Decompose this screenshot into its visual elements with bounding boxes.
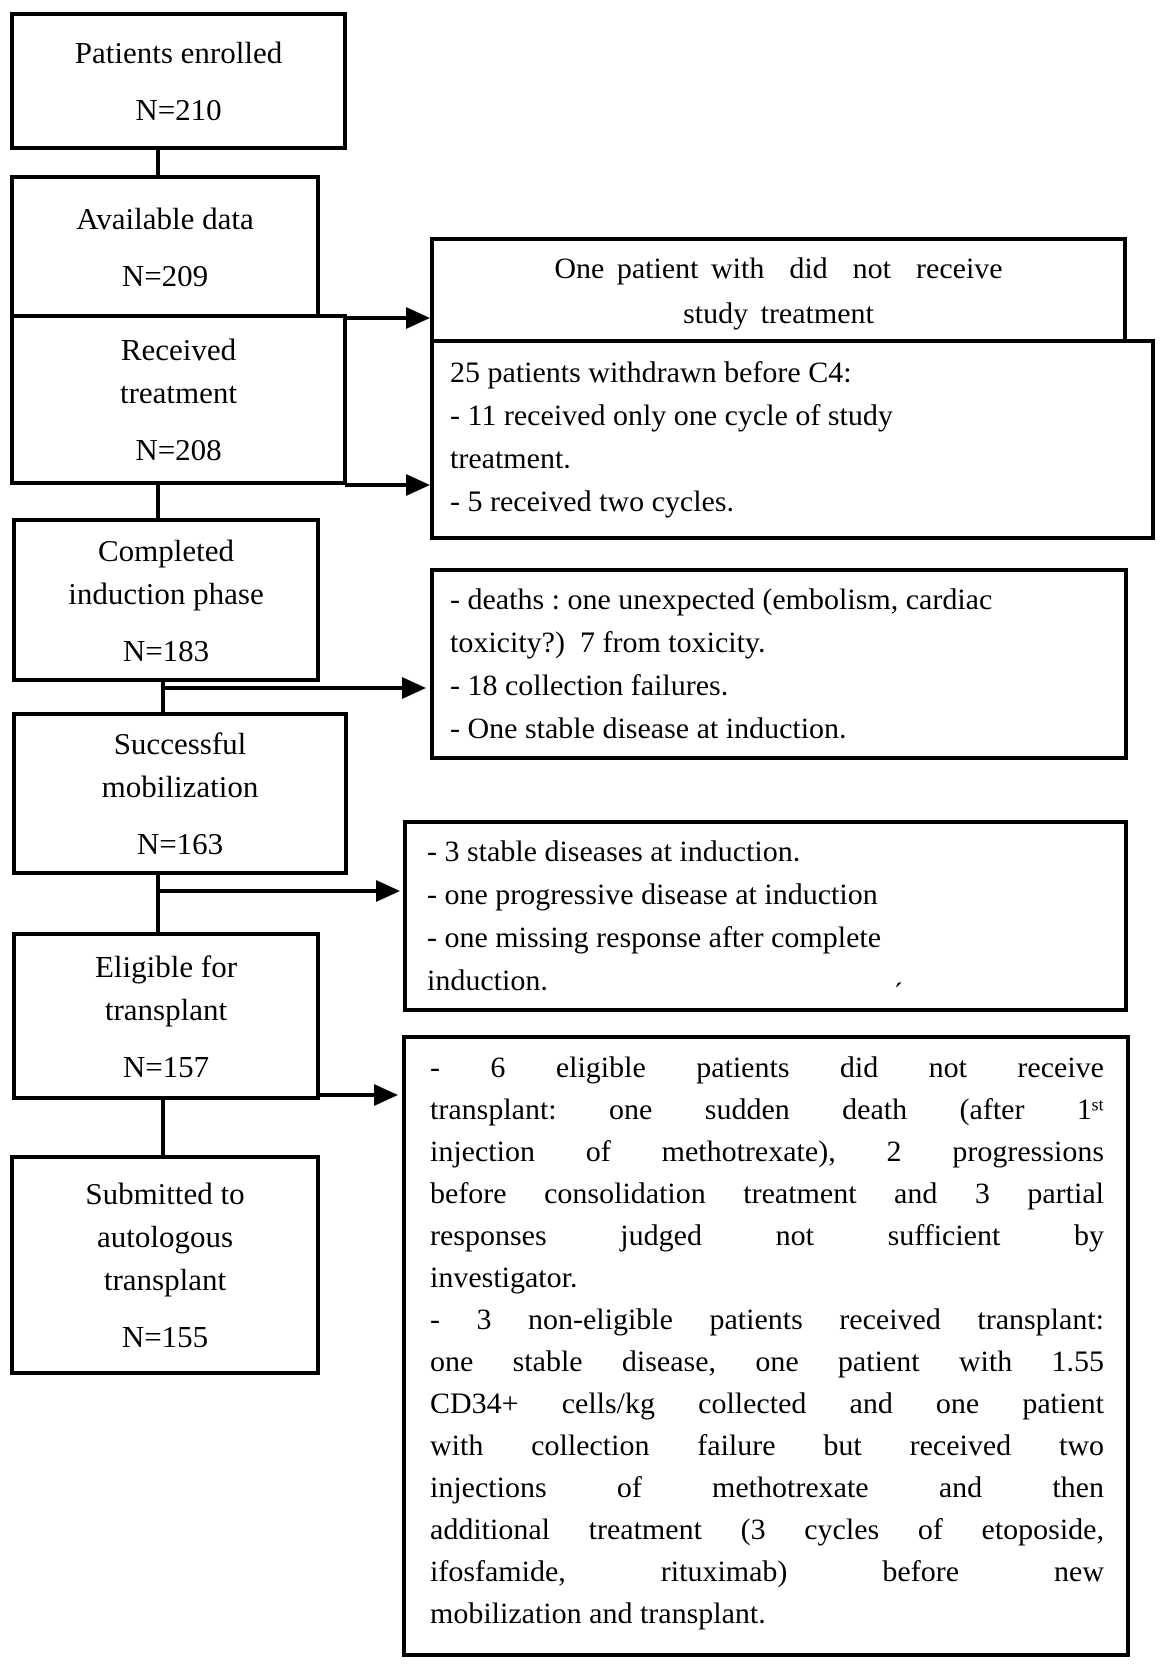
box-count: N=155 <box>121 1319 209 1354</box>
box-label: Eligible for transplant <box>94 948 238 1027</box>
arrow-to-note-induction-losses <box>161 686 404 690</box>
flow-box-successful-mobilization: Successful mobilization N=163 <box>12 712 348 875</box>
box-count: N=163 <box>136 826 224 861</box>
box-count: N=157 <box>122 1048 210 1084</box>
note-box-mobilization-losses: - 3 stable diseases at induction. - one … <box>403 820 1128 1012</box>
note-line: - 6 eligible patients did not receive <box>430 1051 1104 1084</box>
note-line: with collection failure but received two <box>430 1429 1104 1462</box>
connector-mobilization-to-eligible <box>156 873 160 934</box>
arrowhead-right-icon <box>406 474 430 496</box>
flow-box-autologous-transplant: Submitted to autologous transplant N=155 <box>10 1155 320 1375</box>
flow-box-available-data: Available data N=209 <box>10 175 320 318</box>
flow-box-eligible-for-transplant: Eligible for transplant N=157 <box>12 932 320 1100</box>
box-label: Submitted to autologous transplant <box>85 1176 245 1297</box>
arrow-to-note-mobilization-losses <box>156 889 378 893</box>
arrowhead-right-icon <box>402 677 426 699</box>
box-count: N=183 <box>122 632 210 668</box>
box-label: Successful mobilization <box>101 726 259 804</box>
arrow-to-note-no-study-treatment <box>345 316 408 320</box>
note-line: transplant: one sudden death (after 1ˢᵗ <box>430 1093 1104 1126</box>
note-line: investigator. <box>430 1261 578 1294</box>
note-box-transplant-details: - 6 eligible patients did not receive tr… <box>402 1035 1130 1657</box>
flow-box-patients-enrolled: Patients enrolled N=210 <box>10 12 347 150</box>
flow-box-completed-induction: Completed induction phase N=183 <box>12 518 320 682</box>
note-box-withdrawn-before-c4: 25 patients withdrawn before C4: - 11 re… <box>430 339 1155 540</box>
note-line: - 3 non-eligible patients received trans… <box>430 1303 1104 1336</box>
note-line: mobilization and transplant. <box>430 1597 766 1630</box>
box-count: N=208 <box>135 432 222 467</box>
arrowhead-right-icon <box>374 1084 398 1106</box>
note-line: one stable disease, one patient with 1.5… <box>430 1345 1104 1378</box>
arrow-to-note-transplant-details <box>316 1093 376 1097</box>
note-line: injections of methotrexate and then <box>430 1471 1104 1504</box>
flow-box-received-treatment: Received treatment N=208 <box>10 314 347 485</box>
box-label: Available data <box>76 200 254 236</box>
note-line: responses judged not sufficient by <box>430 1219 1104 1252</box>
box-label: Received treatment <box>119 332 238 410</box>
connector-eligible-to-transplant <box>161 1098 165 1157</box>
box-label: Patients enrolled <box>74 35 283 70</box>
note-box-induction-losses: - deaths : one unexpected (embolism, car… <box>430 568 1128 760</box>
note-line: CD34+ cells/kg collected and one patient <box>430 1387 1104 1420</box>
note-line: ifosfamide, rituximab) before new <box>430 1555 1104 1588</box>
connector-enrolled-to-available <box>156 148 160 177</box>
arrow-to-note-withdrawn <box>345 483 408 487</box>
note-line: before consolidation treatment and 3 par… <box>430 1177 1104 1210</box>
connector-induction-to-mobilization <box>161 680 165 714</box>
note-line: additional treatment (3 cycles of etopos… <box>430 1513 1104 1546</box>
box-count: N=210 <box>135 92 222 127</box>
note-line: injection of methotrexate), 2 progressio… <box>430 1135 1104 1168</box>
box-count: N=209 <box>121 257 209 293</box>
note-box-no-study-treatment: One patient with did not receive study t… <box>430 237 1127 343</box>
arrowhead-right-icon <box>406 307 430 329</box>
connector-received-to-induction <box>156 483 160 520</box>
arrowhead-right-icon <box>376 880 400 902</box>
box-label: Completed induction phase <box>68 532 264 611</box>
